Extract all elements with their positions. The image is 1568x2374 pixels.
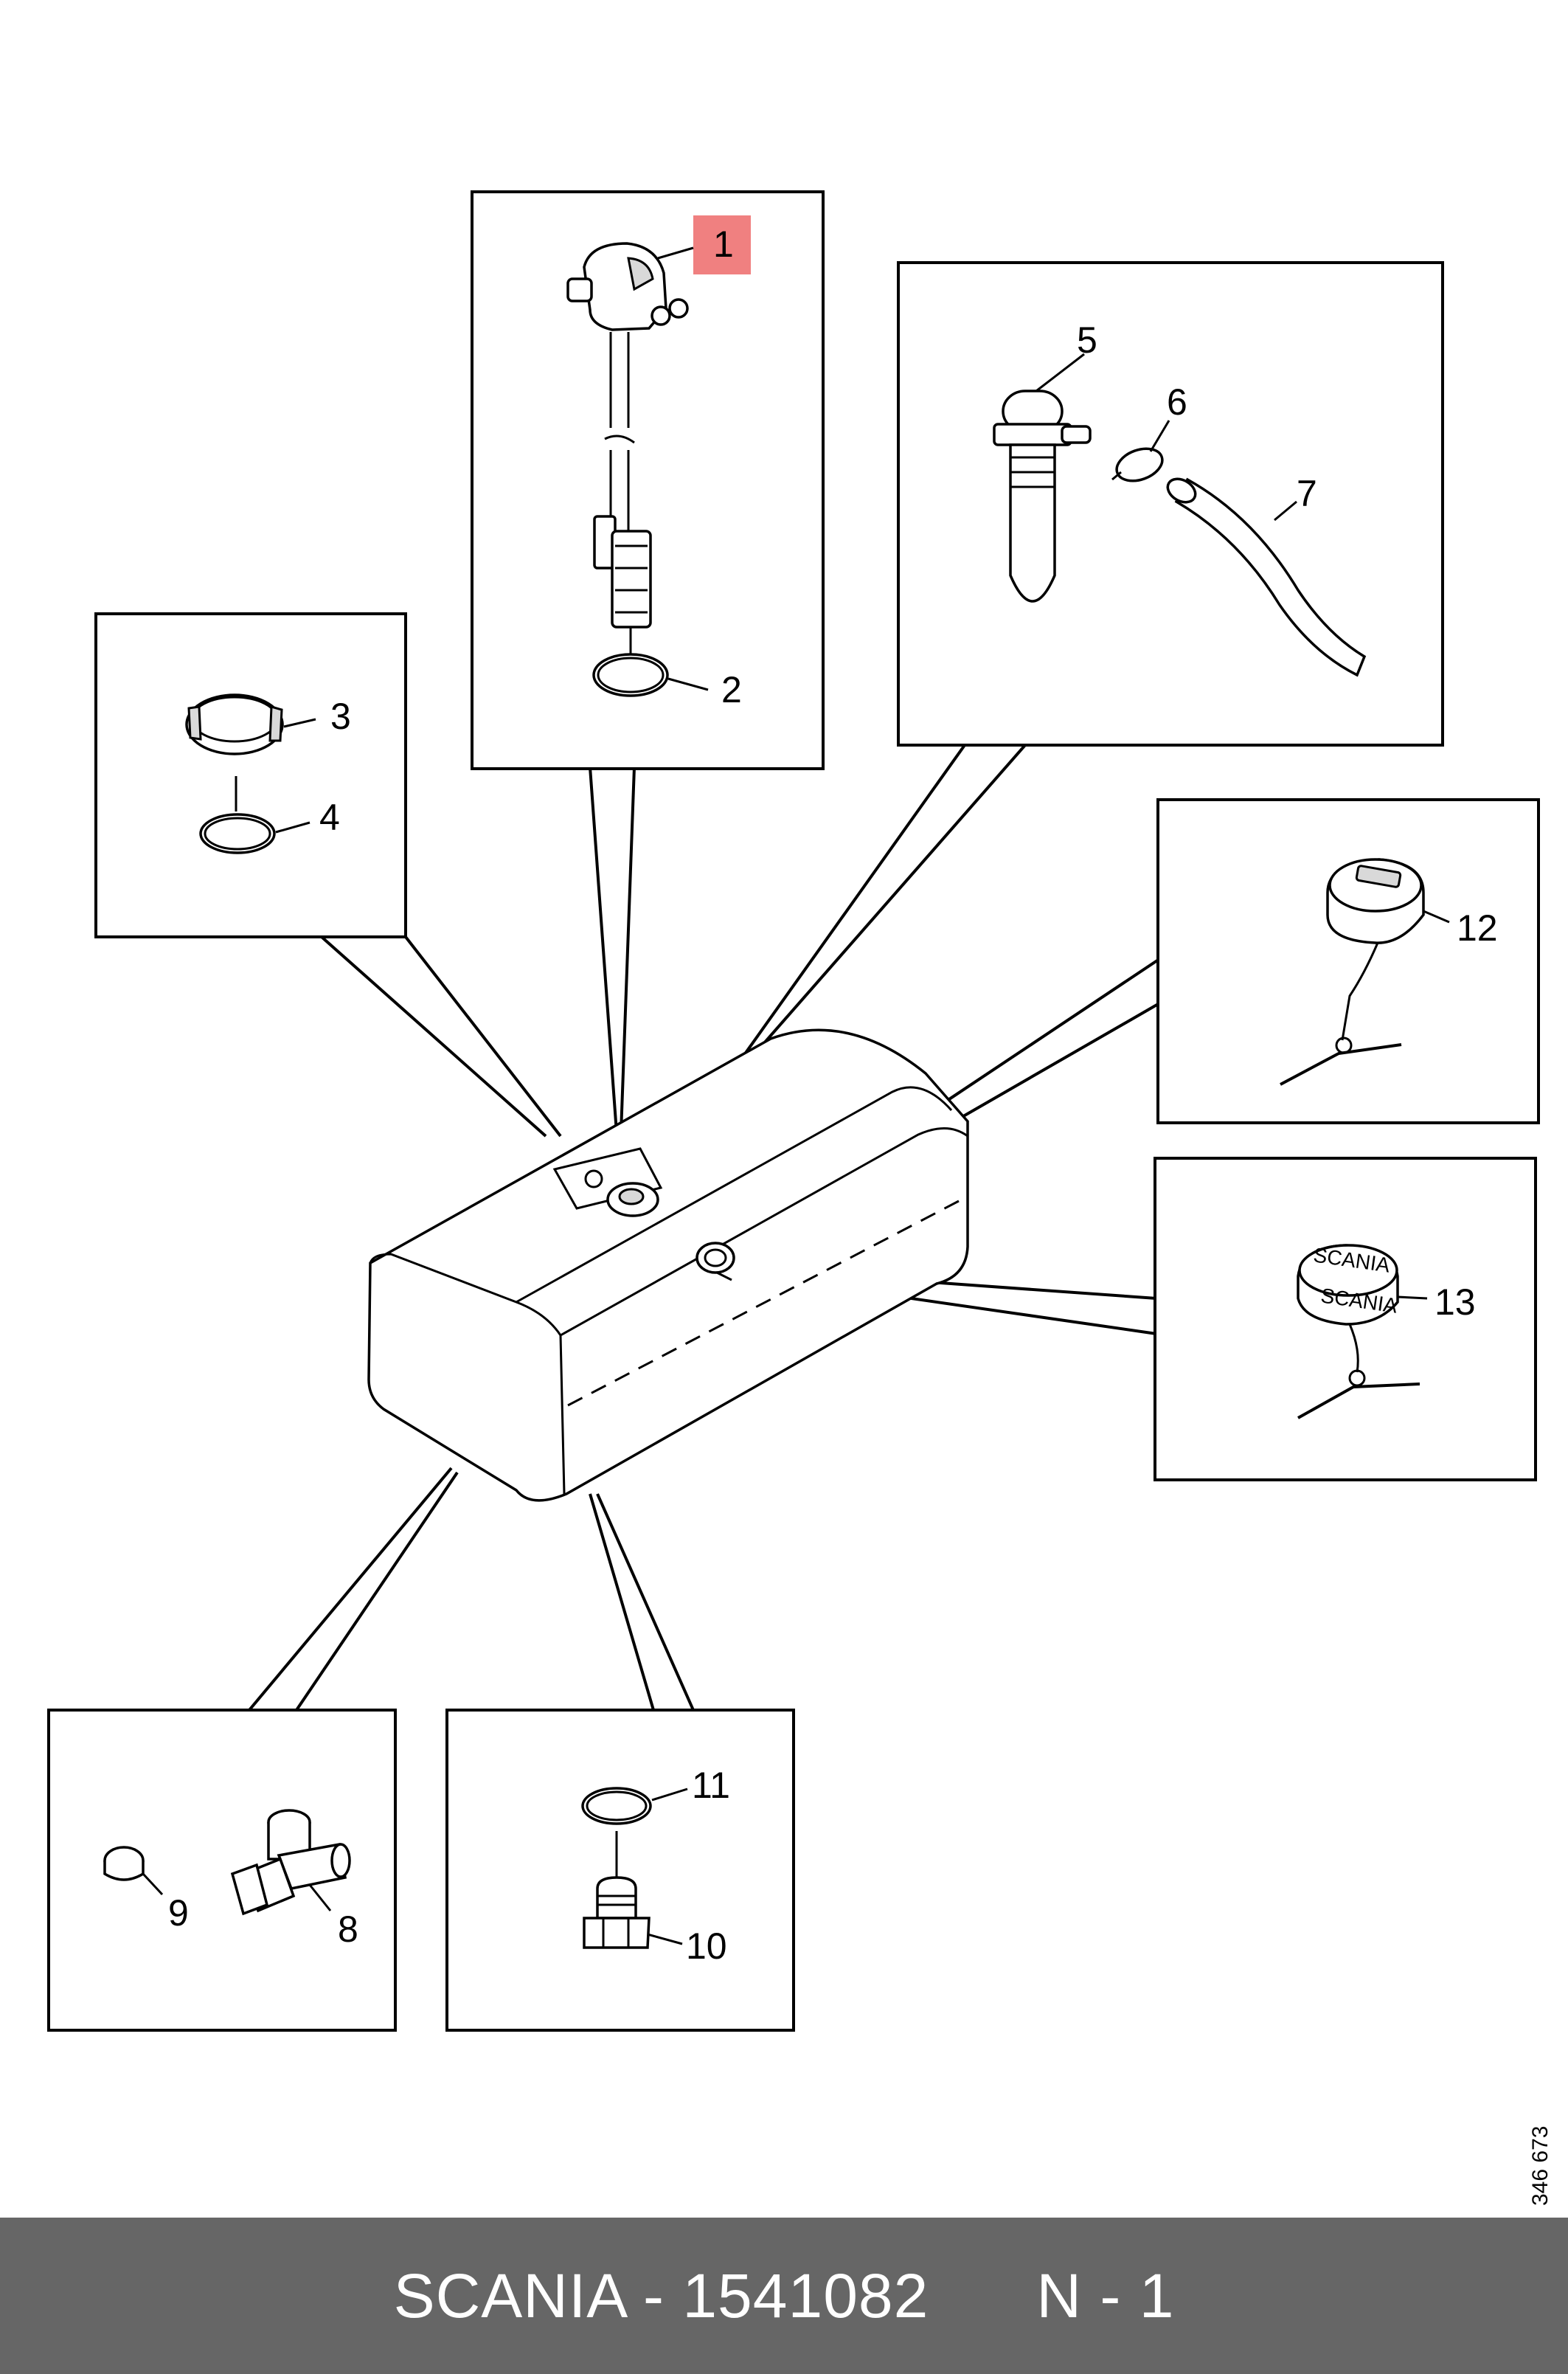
box-lock-ring — [94, 612, 407, 938]
box-filler-cap — [1156, 798, 1540, 1124]
callout-8: 8 — [338, 1908, 358, 1950]
box-breather — [897, 261, 1444, 747]
leader-lines — [248, 744, 1161, 1712]
callout-7: 7 — [1297, 473, 1317, 514]
footer-position: N - 1 — [1036, 2260, 1175, 2330]
footer-part-number: 1541082 — [682, 2260, 929, 2330]
footer-bar: SCANIA - 1541082 N - 1 — [0, 2218, 1568, 2374]
callout-11: 11 — [692, 1765, 730, 1806]
callout-1-highlight — [693, 215, 751, 274]
callout-10: 10 — [686, 1925, 727, 1967]
callout-6: 6 — [1167, 381, 1187, 423]
callout-labels: 1 2 3 4 5 6 7 8 9 10 11 12 13 346 673 — [168, 224, 1553, 2206]
callout-5: 5 — [1077, 319, 1097, 361]
fuel-tank — [367, 1028, 969, 1502]
parts-diagram: SCANIA SCANIA 1 — [47, 190, 1553, 2206]
box-filler-cap-scania: SCANIA SCANIA — [1154, 1157, 1537, 1481]
footer-separator: - — [625, 2260, 683, 2330]
box-drain-plug — [445, 1709, 795, 2032]
callout-2: 2 — [721, 669, 742, 710]
footer-brand: SCANIA — [393, 2260, 625, 2330]
callout-4: 4 — [319, 797, 340, 838]
callout-13: 13 — [1435, 1281, 1476, 1323]
callout-1: 1 — [713, 224, 734, 265]
footer-title: SCANIA - 1541082 N - 1 — [394, 2260, 1175, 2332]
callout-3: 3 — [330, 696, 351, 737]
box-level-sender — [471, 190, 825, 770]
box-drain-valve — [47, 1709, 397, 2032]
callout-12: 12 — [1457, 907, 1498, 949]
drawing-reference: 346 673 — [1528, 2126, 1553, 2206]
callout-9: 9 — [168, 1892, 189, 1934]
